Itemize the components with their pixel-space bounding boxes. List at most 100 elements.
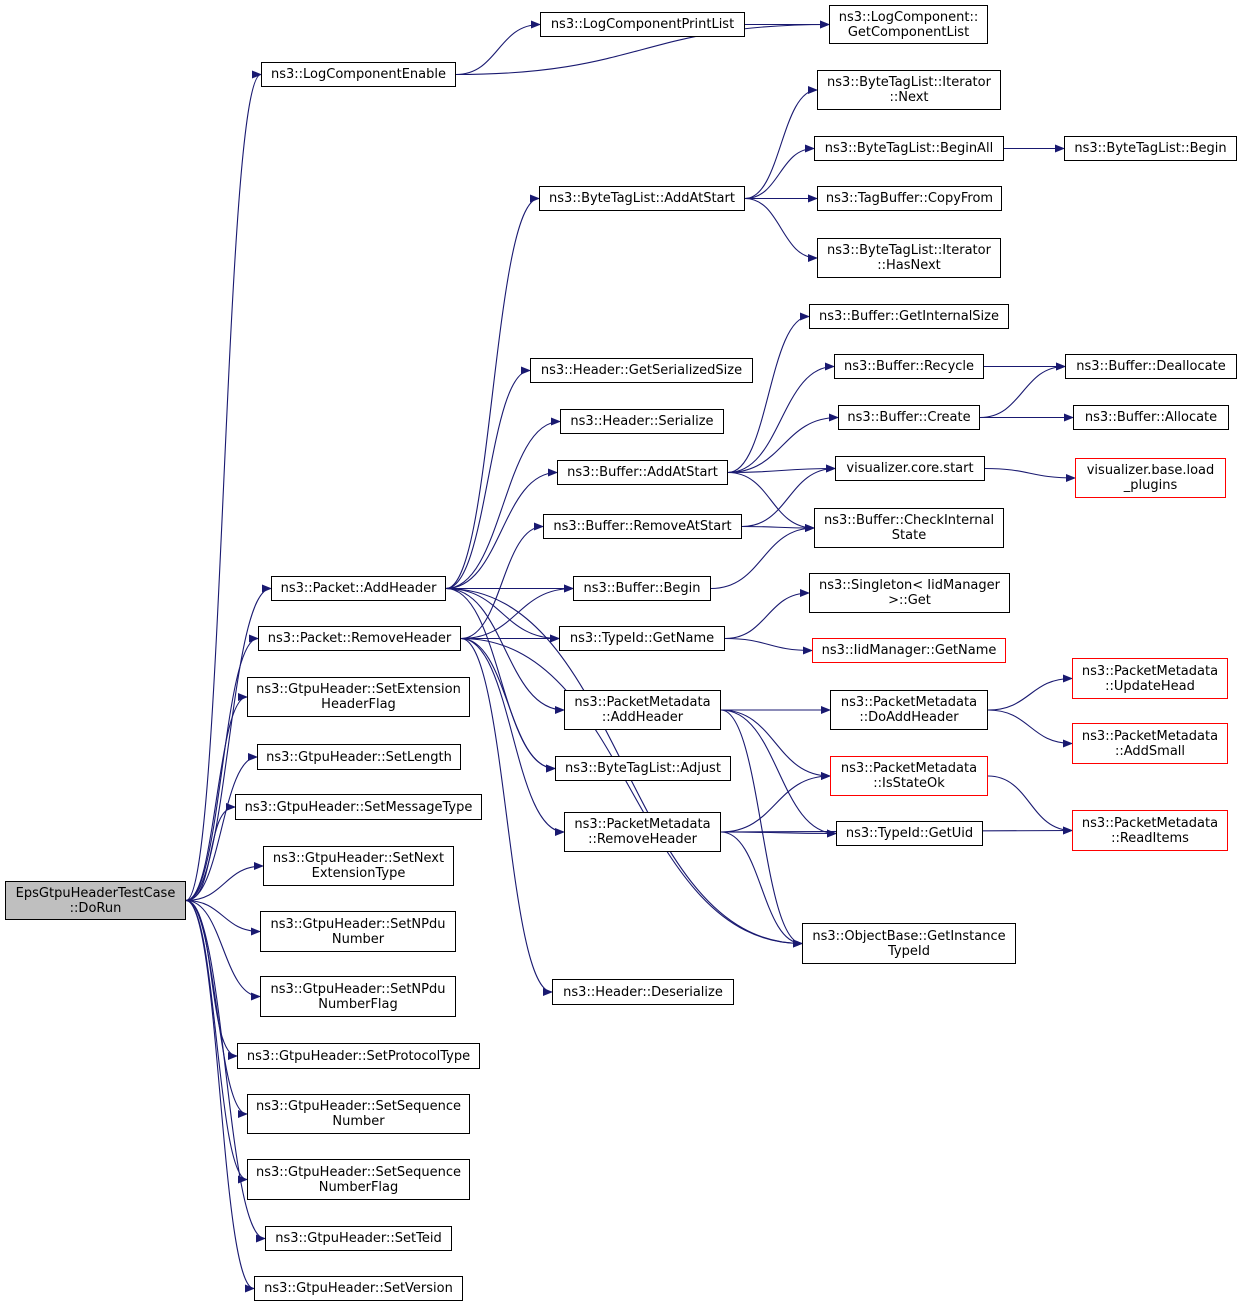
node-label: ns3::Packet::RemoveHeader [267,631,452,646]
call-edge-n_pkt_removeheader-to-n_btl_adjust [460,637,556,773]
function-node-gtpu-header-set-teid[interactable]: ns3::GtpuHeader::SetTeid [265,1226,452,1251]
node-label: ns3::GtpuHeader::SetNext ExtensionType [272,851,445,881]
node-label: ns3::Buffer::RemoveAtStart [553,519,732,534]
call-edge-n_pm_addheader-to-n_typeid_getuid [720,709,837,838]
function-node-gtpu-header-set-extension-header-flag[interactable]: ns3::GtpuHeader::SetExtension HeaderFlag [247,677,470,717]
function-node-header-get-serialized-size[interactable]: ns3::Header::GetSerializedSize [530,358,753,383]
call-edge-n_root-to-n_gh_setext [185,693,248,902]
node-label: ns3::GtpuHeader::SetVersion [264,1281,453,1296]
function-node-buffer-allocate[interactable]: ns3::Buffer::Allocate [1073,405,1229,430]
function-node-object-base-get-instance-type-id[interactable]: ns3::ObjectBase::GetInstance TypeId [802,923,1016,964]
function-node-buffer-check-internal-state[interactable]: ns3::Buffer::CheckInternal State [814,508,1004,548]
node-label: ns3::Packet::AddHeader [280,581,437,596]
function-node-byte-tag-list-iterator-has-next[interactable]: ns3::ByteTagList::Iterator ::HasNext [817,238,1001,278]
function-node-singleton-iid-manager-get[interactable]: ns3::Singleton< IidManager >::Get [809,573,1010,613]
call-edge-n_logenable-to-n_logget [455,20,830,76]
function-node-header-deserialize[interactable]: ns3::Header::Deserialize [552,979,734,1005]
function-node-gtpu-header-set-length[interactable]: ns3::GtpuHeader::SetLength [257,744,461,770]
function-node-byte-tag-list-begin-all[interactable]: ns3::ByteTagList::BeginAll [814,136,1004,161]
function-node-packet-metadata-add-small[interactable]: ns3::PacketMetadata ::AddSmall [1072,723,1228,764]
call-edge-n_buf_create-to-n_buf_dealloc [979,362,1066,419]
call-edge-n_vis_start-to-n_vis_load [984,467,1076,482]
function-node-packet-metadata-is-state-ok[interactable]: ns3::PacketMetadata ::IsStateOk [830,756,988,796]
function-node-byte-tag-list-add-at-start[interactable]: ns3::ByteTagList::AddAtStart [539,186,745,211]
node-label: ns3::GtpuHeader::SetNPdu Number [270,916,446,947]
function-node-log-component-enable[interactable]: ns3::LogComponentEnable [261,62,456,87]
function-node-gtpu-header-set-next-extension-type[interactable]: ns3::GtpuHeader::SetNext ExtensionType [263,846,454,886]
function-node-buffer-remove-at-start[interactable]: ns3::Buffer::RemoveAtStart [543,514,742,539]
function-node-gtpu-header-set-message-type[interactable]: ns3::GtpuHeader::SetMessageType [235,794,482,820]
function-node-gtpu-header-set-sequence-number-flag[interactable]: ns3::GtpuHeader::SetSequence NumberFlag [247,1159,470,1200]
node-label: ns3::PacketMetadata ::IsStateOk [840,761,978,791]
function-node-gtpu-header-set-npdu-number-flag[interactable]: ns3::GtpuHeader::SetNPdu NumberFlag [260,976,456,1017]
call-edge-n_pkt_removeheader-to-n_pm_removeheader [460,637,565,836]
function-node-header-serialize[interactable]: ns3::Header::Serialize [560,409,724,434]
function-node-packet-metadata-read-items[interactable]: ns3::PacketMetadata ::ReadItems [1072,810,1228,851]
function-node-log-component-get-component-list[interactable]: ns3::LogComponent:: GetComponentList [829,5,988,44]
node-label: ns3::IidManager::GetName [821,643,997,658]
call-edge-n_pkt_addheader-to-n_hdr_serialize [445,417,561,590]
function-node-buffer-recycle[interactable]: ns3::Buffer::Recycle [834,354,984,379]
call-edge-n_pkt_addheader-to-n_buf_addatstart [445,468,558,590]
function-node-gtpu-header-set-npdu-number[interactable]: ns3::GtpuHeader::SetNPdu Number [260,911,456,952]
node-label: ns3::GtpuHeader::SetLength [266,749,452,765]
function-node-byte-tag-list-iterator-next[interactable]: ns3::ByteTagList::Iterator ::Next [817,70,1001,110]
function-node-type-id-get-name[interactable]: ns3::TypeId::GetName [559,626,725,651]
node-label: ns3::GtpuHeader::SetMessageType [244,799,473,815]
node-label: ns3::ObjectBase::GetInstance TypeId [812,928,1006,959]
call-edge-n_root-to-n_pkt_addheader [185,584,272,902]
call-edge-n_buf_addatstart-to-n_buf_recycle [727,362,835,474]
call-edge-n_pm_isstateok-to-n_pm_readitems [987,775,1073,835]
call-edge-n_pkt_removeheader-to-n_hdr_deserialize [460,637,553,996]
node-label: ns3::LogComponentPrintList [550,17,735,32]
function-node-iid-manager-get-name[interactable]: ns3::IidManager::GetName [812,638,1006,663]
function-node-tag-buffer-copy-from[interactable]: ns3::TagBuffer::CopyFrom [817,186,1002,211]
call-edge-n_root-to-n_gh_setproto [185,899,238,1060]
node-label: ns3::Header::Serialize [570,414,714,429]
call-edge-n_root-to-n_gh_setseqflag [185,899,248,1184]
call-edge-n_pm_doaddheader-to-n_pm_updatehead [987,674,1073,711]
function-node-packet-remove-header[interactable]: ns3::Packet::RemoveHeader [258,626,461,651]
call-edge-n_buf_addatstart-to-n_buf_getinternal [727,312,810,474]
node-label: ns3::GtpuHeader::SetTeid [275,1231,442,1246]
function-node-packet-metadata-update-head[interactable]: ns3::PacketMetadata ::UpdateHead [1072,658,1228,699]
node-label: ns3::Header::Deserialize [563,984,723,1000]
function-node-gtpu-header-set-version[interactable]: ns3::GtpuHeader::SetVersion [254,1276,463,1301]
function-node-type-id-get-uid[interactable]: ns3::TypeId::GetUid [836,821,983,846]
call-edge-n_pm_addheader-to-n_ob_getinstance [720,709,803,948]
call-edge-n_pkt_removeheader-to-n_buf_removeatstart [460,522,544,640]
function-node-byte-tag-list-adjust[interactable]: ns3::ByteTagList::Adjust [555,756,731,781]
function-node-visualizer-core-start[interactable]: visualizer.core.start [835,456,985,481]
node-label: ns3::Buffer::Recycle [843,359,975,374]
node-label: ns3::ByteTagList::Iterator ::HasNext [827,243,991,273]
call-edge-n_pkt_removeheader-to-n_buf_begin [460,584,574,640]
function-node-packet-metadata-remove-header[interactable]: ns3::PacketMetadata ::RemoveHeader [564,812,721,852]
function-node-packet-add-header[interactable]: ns3::Packet::AddHeader [271,576,446,601]
call-edge-n_pkt_addheader-to-n_typeid_getname [445,587,560,643]
function-node-buffer-begin[interactable]: ns3::Buffer::Begin [573,576,711,601]
node-label: ns3::Singleton< IidManager >::Get [818,578,1000,608]
node-label: ns3::ByteTagList::Iterator ::Next [827,75,991,105]
call-edge-n_logenable-to-n_logprint [455,20,541,76]
node-label: ns3::Buffer::Allocate [1084,410,1218,425]
call-edge-n_buf_removeatstart-to-n_vis_start [741,464,836,528]
node-label: ns3::PacketMetadata ::AddSmall [1081,728,1219,759]
function-node-buffer-add-at-start[interactable]: ns3::Buffer::AddAtStart [557,460,728,485]
call-edge-n_pkt_addheader-to-n_hdr_getsize [445,366,531,590]
function-node-visualizer-base-load-plugins[interactable]: visualizer.base.load _plugins [1075,458,1226,498]
node-label: ns3::ByteTagList::Begin [1074,141,1227,156]
function-node-packet-metadata-add-header[interactable]: ns3::PacketMetadata ::AddHeader [564,690,721,730]
node-label: EpsGtpuHeaderTestCase ::DoRun [15,885,176,916]
call-edge-n_root-to-n_gh_setversion [185,899,255,1293]
function-node-buffer-create[interactable]: ns3::Buffer::Create [838,405,980,430]
function-node-buffer-get-internal-size[interactable]: ns3::Buffer::GetInternalSize [809,304,1009,329]
function-node-packet-metadata-do-add-header[interactable]: ns3::PacketMetadata ::DoAddHeader [830,690,988,730]
call-edge-n_pm_addheader-to-n_pm_isstateok [720,709,831,780]
function-node-gtpu-header-set-sequence-number[interactable]: ns3::GtpuHeader::SetSequence Number [247,1094,470,1134]
function-node-log-component-print-list[interactable]: ns3::LogComponentPrintList [540,12,745,37]
function-node-byte-tag-list-begin[interactable]: ns3::ByteTagList::Begin [1064,136,1237,161]
function-node-gtpu-header-set-protocol-type[interactable]: ns3::GtpuHeader::SetProtocolType [237,1043,480,1069]
function-node-buffer-deallocate[interactable]: ns3::Buffer::Deallocate [1065,354,1237,379]
